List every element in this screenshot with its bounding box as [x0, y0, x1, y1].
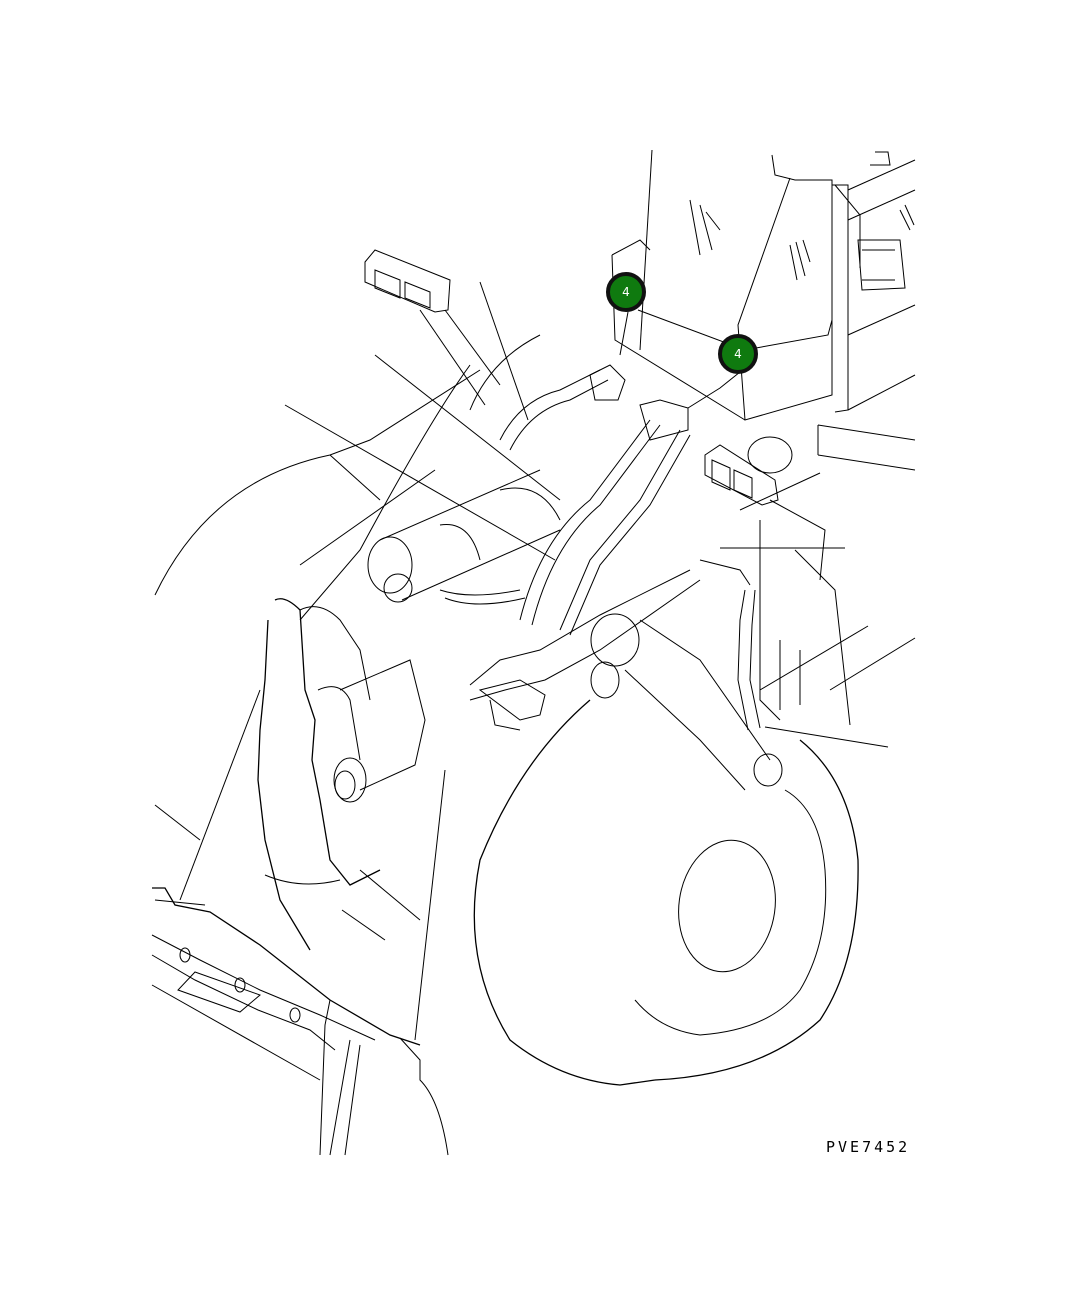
bucket: [151, 887, 449, 1156]
callout-4-lower[interactable]: 4: [718, 334, 758, 374]
cab: [611, 151, 916, 471]
figure-id: PVE7452: [826, 1138, 911, 1156]
right-bracket: [704, 436, 851, 726]
callout-4-upper[interactable]: 4: [606, 272, 646, 312]
leader-lines: [284, 149, 916, 748]
front-frame: [154, 334, 541, 621]
upper-bracket: [364, 249, 501, 406]
callout-label: 4: [622, 285, 630, 299]
lift-arm: [154, 598, 426, 951]
callout-label: 4: [734, 347, 742, 361]
hydraulic-piping: [439, 364, 783, 791]
lift-cylinder: [367, 469, 561, 603]
wheel: [341, 699, 859, 1086]
